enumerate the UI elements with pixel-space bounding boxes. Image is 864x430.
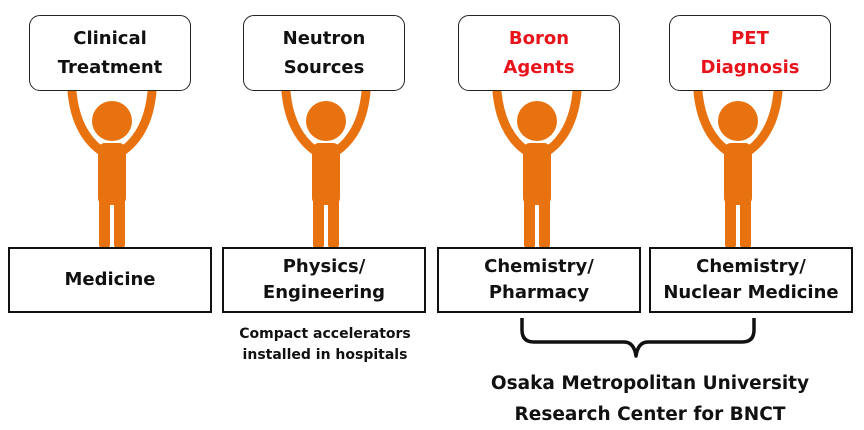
person-right-arm	[119, 87, 157, 155]
person-left-leg	[725, 198, 736, 248]
person-left-arm	[492, 87, 530, 155]
person-right-arm	[544, 87, 582, 155]
base-physics-engineering: Physics/ Engineering	[222, 247, 426, 313]
person-head	[306, 101, 346, 141]
sign-boron-agents: Boron Agents	[458, 15, 620, 91]
base-medicine: Medicine	[8, 247, 212, 313]
person-figure	[492, 87, 582, 248]
base-line: Chemistry/	[484, 256, 594, 277]
person-torso	[312, 143, 340, 205]
person-left-leg	[524, 198, 535, 248]
person-right-leg	[740, 198, 751, 248]
person-right-leg	[539, 198, 550, 248]
base-line: Physics/	[282, 256, 366, 277]
research-center-label: Osaka Metropolitan University Research C…	[430, 368, 864, 430]
person-torso	[98, 143, 126, 205]
base-line: Pharmacy	[488, 282, 590, 303]
sign-line: Agents	[503, 57, 575, 78]
sign-line: Boron	[508, 28, 570, 49]
person-left-arm	[281, 87, 319, 155]
sign-clinical-treatment: Clinical Treatment	[29, 15, 191, 91]
note-line: Compact accelerators	[239, 326, 411, 342]
sign-line: Treatment	[57, 57, 163, 78]
person-head	[92, 101, 132, 141]
person-left-arm	[67, 87, 105, 155]
person-head	[517, 101, 557, 141]
person-right-arm	[745, 87, 783, 155]
footer-line: Osaka Metropolitan University	[490, 373, 810, 394]
person-head	[718, 101, 758, 141]
person-right-leg	[328, 198, 339, 248]
note-line: installed in hospitals	[242, 347, 408, 363]
person-right-arm	[333, 87, 371, 155]
base-chemistry-pharmacy: Chemistry/ Pharmacy	[437, 247, 641, 313]
sign-line: Sources	[283, 57, 365, 78]
person-left-arm	[693, 87, 731, 155]
base-line: Chemistry/	[696, 256, 806, 277]
person-torso	[724, 143, 752, 205]
person-left-leg	[313, 198, 324, 248]
base-chemistry-nuclear-medicine: Chemistry/ Nuclear Medicine	[649, 247, 853, 313]
person-torso	[523, 143, 551, 205]
accelerator-note: Compact accelerators installed in hospit…	[225, 324, 425, 366]
base-line: Medicine	[64, 269, 156, 290]
person-left-leg	[99, 198, 110, 248]
sign-line: Neutron	[282, 28, 366, 49]
person-right-leg	[114, 198, 125, 248]
sign-line: PET	[731, 28, 769, 49]
base-line: Nuclear Medicine	[663, 282, 839, 303]
sign-line: Diagnosis	[700, 57, 800, 78]
sign-line: Clinical	[73, 28, 147, 49]
person-figure	[693, 87, 783, 248]
base-line: Engineering	[262, 282, 386, 303]
grouping-bracket	[520, 318, 756, 358]
footer-line: Research Center for BNCT	[514, 404, 786, 425]
person-figure	[281, 87, 371, 248]
person-figure	[67, 87, 157, 248]
sign-neutron-sources: Neutron Sources	[243, 15, 405, 91]
sign-pet-diagnosis: PET Diagnosis	[669, 15, 831, 91]
